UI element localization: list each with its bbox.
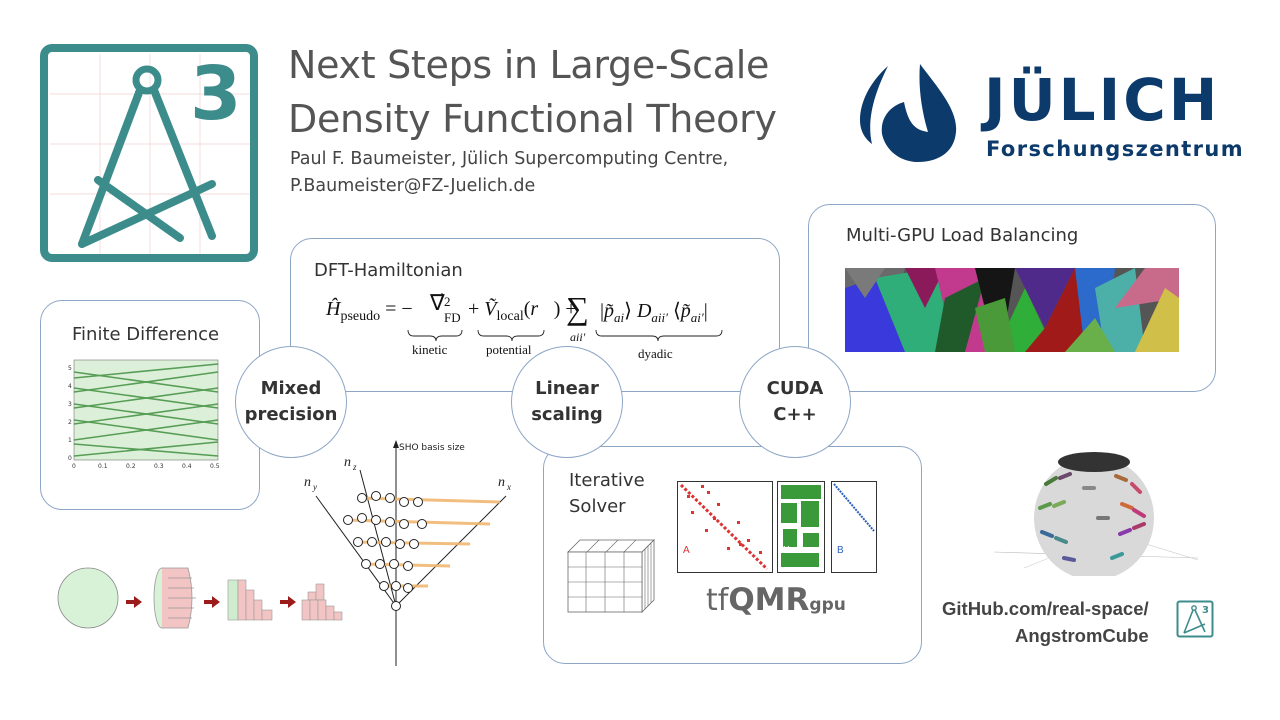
tfqmr-prefix: tf [706, 583, 729, 618]
fd-x-tick: 0.1 [98, 463, 108, 470]
angstromcube-logo: 3 [40, 44, 258, 262]
sho-nx-label: n [498, 475, 505, 490]
sho-basis-diagram: SHO basis size n z n y n x [304, 440, 511, 666]
fd-x-tick: 0.3 [154, 463, 164, 470]
title-line-2: Density Functional Theory [288, 97, 777, 141]
juelich-logo: JÜLICH Forschungszentrum [858, 58, 1243, 168]
dyadic-label: dyadic [638, 346, 673, 361]
sho-nx-sub: x [506, 482, 511, 492]
mixed-precision-circle: Mixed precision [235, 346, 347, 458]
fd-y-ticks: 0 1 2 3 4 5 [68, 365, 72, 462]
potential-label: potential [486, 342, 532, 357]
dft-hamiltonian-label: DFT-Hamiltonian [314, 260, 463, 281]
spin-sphere-image [994, 452, 1198, 576]
sho-ny-sub: y [312, 482, 317, 492]
sho-ny-label: n [304, 475, 311, 490]
matrix-x-label: X [783, 545, 790, 556]
angstromcube-small-icon: 3 [1176, 600, 1214, 638]
load-balancing-image [845, 268, 1179, 352]
fd-x-tick: 0.5 [210, 463, 220, 470]
hamiltonian-equation: Ĥpseudo = − ∇⃗ 2 FD + Ṽlocal(r⃗) + ∑ aii… [326, 290, 746, 362]
cuda-cpp-circle: CUDA C++ [739, 346, 851, 458]
author-info: Paul F. Baumeister, Jülich Supercomputin… [290, 146, 728, 200]
author-line-1: Paul F. Baumeister, Jülich Supercomputin… [290, 149, 729, 169]
juelich-subtitle: Forschungszentrum [986, 137, 1245, 161]
linear-scaling-circle: Linear scaling [511, 346, 623, 458]
fd-x-tick: 0.4 [182, 463, 192, 470]
github-line-2: AngstromCube [1015, 625, 1149, 646]
fd-y-tick: 1 [68, 437, 72, 444]
fd-x-ticks: 0 0.1 0.2 0.3 0.4 0.5 [72, 463, 220, 470]
fd-x-tick: 0.2 [126, 463, 136, 470]
grid-cube-image [567, 539, 655, 613]
matrix-x-image: X [777, 481, 825, 573]
matrix-b-image: B [831, 481, 877, 573]
sho-axis-label: SHO basis size [399, 443, 465, 453]
fd-y-tick: 2 [68, 419, 72, 426]
kinetic-label: kinetic [412, 342, 448, 357]
fd-y-tick: 4 [68, 383, 72, 390]
matrix-a-label: A [683, 545, 690, 556]
juelich-drop-icon [860, 64, 957, 162]
matrix-a-image: A [677, 481, 773, 573]
slide-title: Next Steps in Large-Scale Density Functi… [288, 38, 777, 146]
github-line-1: GitHub.com/real-space/ [942, 598, 1149, 619]
title-line-1: Next Steps in Large-Scale [288, 43, 770, 87]
juelich-name: JÜLICH [984, 66, 1221, 134]
matrix-b-label: B [837, 545, 844, 556]
fd-y-tick: 0 [68, 455, 72, 462]
github-link[interactable]: GitHub.com/real-space/ AngstromCube [942, 595, 1149, 649]
fd-y-tick: 3 [68, 401, 72, 408]
multi-gpu-label: Multi-GPU Load Balancing [846, 225, 1079, 246]
tfqmr-sub: gpu [809, 595, 846, 615]
small-icon-superscript: 3 [1202, 605, 1209, 616]
fd-y-tick: 5 [68, 365, 72, 372]
finite-difference-label: Finite Difference [72, 324, 220, 345]
tfqmr-main: QMR [728, 582, 810, 618]
domain-decomposition-diagram [57, 567, 343, 629]
sho-nz-sub: z [352, 462, 357, 472]
logo-superscript: 3 [190, 51, 242, 137]
iterative-solver-label: Iterative Solver [569, 470, 645, 517]
tfqmr-logo: tfQMRgpu [706, 580, 846, 625]
sho-nz-label: n [344, 455, 351, 470]
author-email: P.Baumeister@FZ-Juelich.de [290, 176, 536, 196]
finite-difference-plot: 0 1 2 3 4 5 0 0.1 0.2 0.3 0.4 0.5 [68, 359, 220, 470]
fd-x-tick: 0 [72, 463, 76, 470]
